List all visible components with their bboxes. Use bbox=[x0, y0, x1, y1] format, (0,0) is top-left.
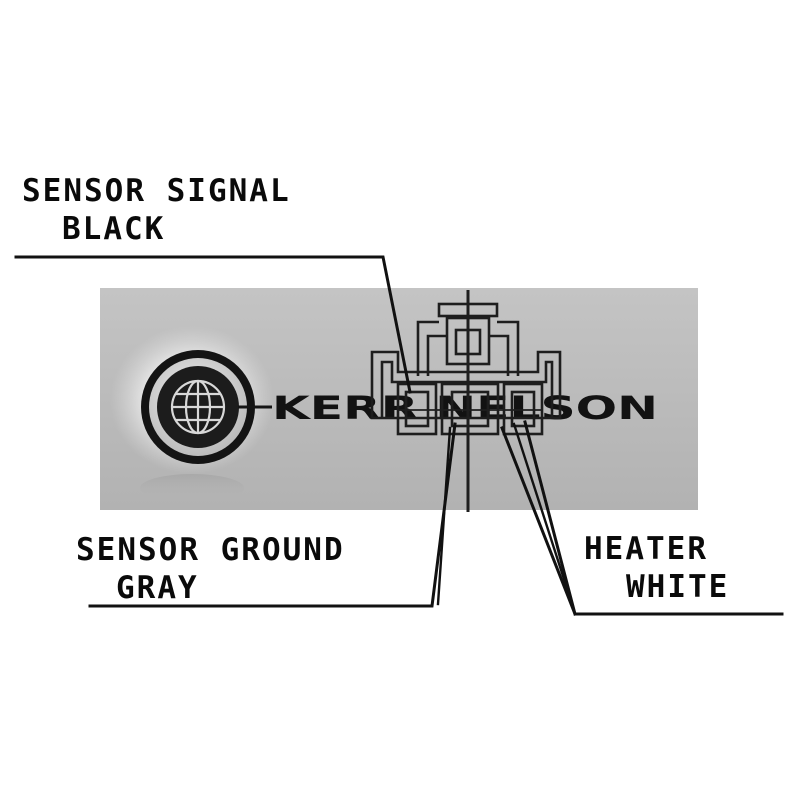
heater-label: HEATER WHITE bbox=[584, 530, 729, 606]
sensor-signal-wire-color: BLACK bbox=[62, 211, 166, 247]
sensor-ground-wire-color: GRAY bbox=[116, 570, 199, 606]
sensor-signal-name: SENSOR SIGNAL bbox=[22, 173, 291, 209]
callout-lines bbox=[14, 255, 784, 616]
sensor-ground-label: SENSOR GROUND GRAY bbox=[76, 531, 345, 607]
heater-name: HEATER bbox=[584, 531, 708, 567]
watermark-wordmark: KERR NELSON bbox=[272, 389, 658, 427]
heater-wire-color: WHITE bbox=[626, 569, 730, 605]
watermark-logo bbox=[110, 326, 274, 502]
heater-leader-b bbox=[523, 420, 577, 616]
globe-icon bbox=[170, 379, 226, 435]
sensor-signal-label: SENSOR SIGNAL BLACK bbox=[22, 172, 291, 248]
sensor-signal-leader bbox=[14, 255, 412, 394]
sensor-ground-name: SENSOR GROUND bbox=[76, 532, 345, 568]
connector-housing bbox=[370, 290, 562, 512]
